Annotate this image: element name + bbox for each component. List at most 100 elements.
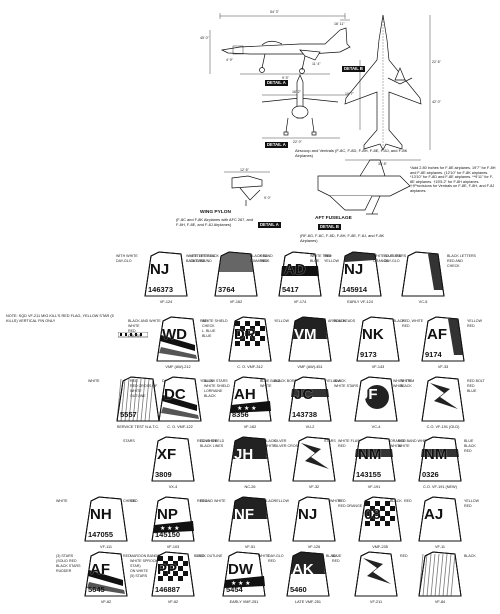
tail-serial-number: 143155 <box>356 470 382 479</box>
color-callout: WHITE <box>330 499 342 503</box>
color-callout: BLACK LINES <box>200 444 224 448</box>
color-callout: DAY-GLO <box>384 259 400 263</box>
squadron-label: VMF (AW)-451 <box>297 365 323 369</box>
color-callout: YELLOW STARS <box>200 379 228 383</box>
tail-code: AH <box>234 386 256 403</box>
tail-code: PP <box>157 561 178 578</box>
tail-marking <box>208 250 264 300</box>
color-callout: ARROW HEADS <box>328 319 356 323</box>
color-callout: BLUE BAND <box>260 379 281 383</box>
mig-kill-note: NOTE: SQD VF-211 MIG KILL'S RED FLAG, YE… <box>6 314 114 323</box>
squadron-label: VF-33 <box>437 365 449 369</box>
color-callout: BACKGROUND <box>186 259 212 263</box>
color-callout: RED <box>260 259 268 263</box>
color-callout: RED AND <box>447 259 463 263</box>
tail-code: JF <box>360 386 378 403</box>
tail-serial-number: 3809 <box>155 470 172 479</box>
color-callout: BLACK OUTLINE <box>194 554 223 558</box>
color-callout: RED <box>332 559 340 563</box>
tail-serial-number: 145914 <box>342 285 368 294</box>
squadron-label: VF-51 <box>244 545 256 549</box>
color-callout: RED CROSS OF <box>130 384 158 388</box>
detail-b-tag-aft: DETAIL B <box>318 224 341 230</box>
squadron-label: C. O. VMF-122 <box>167 425 193 429</box>
color-callout: WHITE LETTERS <box>186 254 215 258</box>
color-callout: BLACK <box>393 319 405 323</box>
color-callout: BLUE <box>464 439 474 443</box>
color-callout: RED <box>123 554 131 558</box>
svg-text:★ ★ ★: ★ ★ ★ <box>231 580 250 587</box>
color-callout: WHITE SHIELD <box>202 319 228 323</box>
color-callout: BLACK <box>390 499 402 503</box>
detail-a-tag-front: DETAIL A <box>265 142 288 148</box>
dim-label: 22' 6" <box>432 60 441 64</box>
color-callout: RED BAND WHITE <box>398 439 430 443</box>
color-callout: RED WHITE <box>197 439 218 443</box>
squadron-label: C. O. VMF-312 <box>237 365 263 369</box>
tail-code: NH <box>90 506 112 523</box>
tail-marking <box>110 375 166 425</box>
color-callout: YELLOW <box>274 319 289 323</box>
color-callout: YELLOW <box>464 499 479 503</box>
detail-a-tag-top: DETAIL A <box>265 80 288 86</box>
squadron-label: LATE VMF-251 <box>295 600 321 604</box>
color-callout: WHITE <box>398 444 410 448</box>
color-callout: SILVER <box>274 439 287 443</box>
tail-code: DC <box>164 386 186 403</box>
squadron-label: VF-174 <box>293 300 307 304</box>
color-callout: BLACK <box>264 439 276 443</box>
color-callout: WHITE <box>393 384 405 388</box>
color-callout: RED <box>268 559 276 563</box>
color-callout: RED <box>404 499 412 503</box>
tail-marking <box>282 375 338 425</box>
tail-code: NP <box>157 506 178 523</box>
squadron-label: EARLY VMF-251 <box>229 600 259 604</box>
dim-label: 16' 2" <box>292 90 301 94</box>
squadron-label: VF-124 <box>159 300 173 304</box>
color-callout: RED <box>200 499 208 503</box>
color-callout: RED <box>402 324 410 328</box>
squadron-label: SERVICE TEST N.A.T.C. <box>116 425 160 429</box>
color-callout: WHITE <box>400 379 412 383</box>
tail-code: AF <box>427 326 447 343</box>
tail-serial-number: 3764 <box>218 285 235 294</box>
color-callout: (SOLID RED <box>56 559 77 563</box>
squadron-label: VF-103 <box>166 545 180 549</box>
color-callout: YELLOW <box>326 379 341 383</box>
color-callout: WHITE <box>264 444 276 448</box>
aft-fuselage-drawing <box>317 159 411 215</box>
color-callout: BLACK AND WHITE <box>128 319 161 323</box>
dim-label: 12' 6" <box>240 168 249 172</box>
squadron-label: VF-11 <box>434 545 446 549</box>
color-callout: WHITE <box>56 499 68 503</box>
color-callout: BLACK <box>264 499 276 503</box>
color-callout: (5) STARS <box>130 574 148 578</box>
color-callout: WHITE FLASH <box>338 439 363 443</box>
dim-label: 54' 3" <box>270 10 279 14</box>
color-callout: RED <box>400 554 408 558</box>
tail-code: NJ <box>150 261 170 278</box>
color-callout: BLACK <box>334 379 346 383</box>
color-callout: L. BLUE <box>202 329 216 333</box>
tail-serial-number: 0326 <box>422 470 439 479</box>
color-callout: BLACK <box>464 444 476 448</box>
color-callout: WHITE SPROCKET <box>130 559 163 563</box>
color-callout: BLACK LETTERS <box>447 254 476 258</box>
wing-pylon-title: WING PYLON <box>200 210 231 215</box>
color-callout: STARS <box>324 439 336 443</box>
tail-marking <box>346 435 402 485</box>
tail-serial-number: 146373 <box>148 285 174 294</box>
color-callout: RED <box>197 554 205 558</box>
tail-serial-number: 145150 <box>155 530 181 539</box>
detail-a-tag-pylon: DETAIL A <box>258 222 281 228</box>
color-callout: RED <box>464 449 472 453</box>
color-callout: CHECK <box>123 499 136 503</box>
color-callout: BLUE <box>332 554 342 558</box>
color-callout: RED <box>130 379 138 383</box>
squadron-label: VF-211 <box>369 600 383 604</box>
dimension-note: *Add 2.80 inches for F-8E airplanes. 19'… <box>410 166 496 193</box>
color-callout: BLUE <box>202 334 212 338</box>
color-callout: BLACK <box>326 554 338 558</box>
tail-serial-number: 5417 <box>282 285 299 294</box>
color-callout: CROSS <box>128 334 141 338</box>
